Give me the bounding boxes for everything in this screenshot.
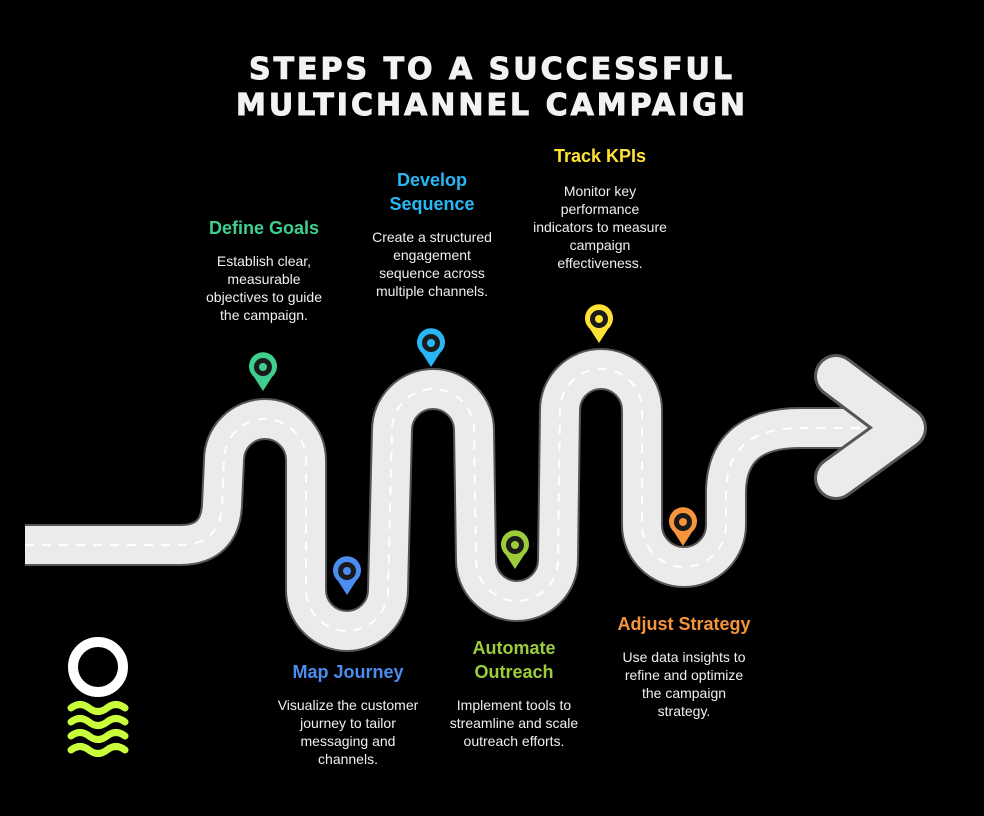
logo-wave-4 [67,743,129,757]
logo-ring [68,637,128,697]
step-description: Monitor key performance indicators to me… [533,183,667,271]
pin-dot [595,315,603,323]
page-title: STEPS TO A SUCCESSFUL MULTICHANNEL CAMPA… [0,52,984,124]
pin-track-kpis-icon [585,304,614,343]
pin-dot [511,541,519,549]
logo-wave-1 [67,701,129,715]
step-description: Use data insights to refine and optimize… [622,649,746,719]
step-description: Create a structured engagement sequence … [372,229,492,299]
step-heading: Adjust Strategy [617,614,751,634]
step-description: Establish clear, measurable objectives t… [206,253,322,323]
step-description: Visualize the customer journey to tailor… [277,697,419,767]
step-heading: Automate Outreach [472,638,556,682]
pin-map-journey-icon [333,556,362,595]
logo-wave-3 [67,729,129,743]
step-heading: Develop Sequence [389,170,475,214]
step-heading: Define Goals [208,218,320,238]
pin-dot [427,339,435,347]
title-line-1: STEPS TO A SUCCESSFUL [248,52,735,88]
step-adjust-strategy: Adjust Strategy Use data insights to ref… [604,612,764,720]
pin-develop-sequence-icon [417,328,446,367]
step-define-goals: Define Goals Establish clear, measurable… [184,216,344,324]
road-center-dashes [25,368,905,632]
pin-automate-outreach-icon [501,530,530,569]
circle-waves-logo [67,637,129,757]
step-description: Implement tools to streamline and scale … [449,697,579,749]
step-map-journey: Map Journey Visualize the customer journ… [268,660,428,768]
step-heading: Map Journey [292,662,404,682]
title-line-2: MULTICHANNEL CAMPAIGN [235,88,749,124]
pin-dot [679,518,687,526]
road-arrowhead [817,357,924,497]
step-automate-outreach: Automate Outreach Implement tools to str… [434,636,594,750]
step-heading: Track KPIs [553,146,647,166]
pin-define-goals-icon [249,352,278,391]
pin-dot [343,567,351,575]
step-track-kpis: Track KPIs Monitor key performance indic… [520,144,680,272]
pin-adjust-strategy-icon [669,507,698,546]
step-develop-sequence: Develop Sequence Create a structured eng… [352,168,512,300]
logo-wave-2 [67,715,129,729]
pin-dot [259,363,267,371]
